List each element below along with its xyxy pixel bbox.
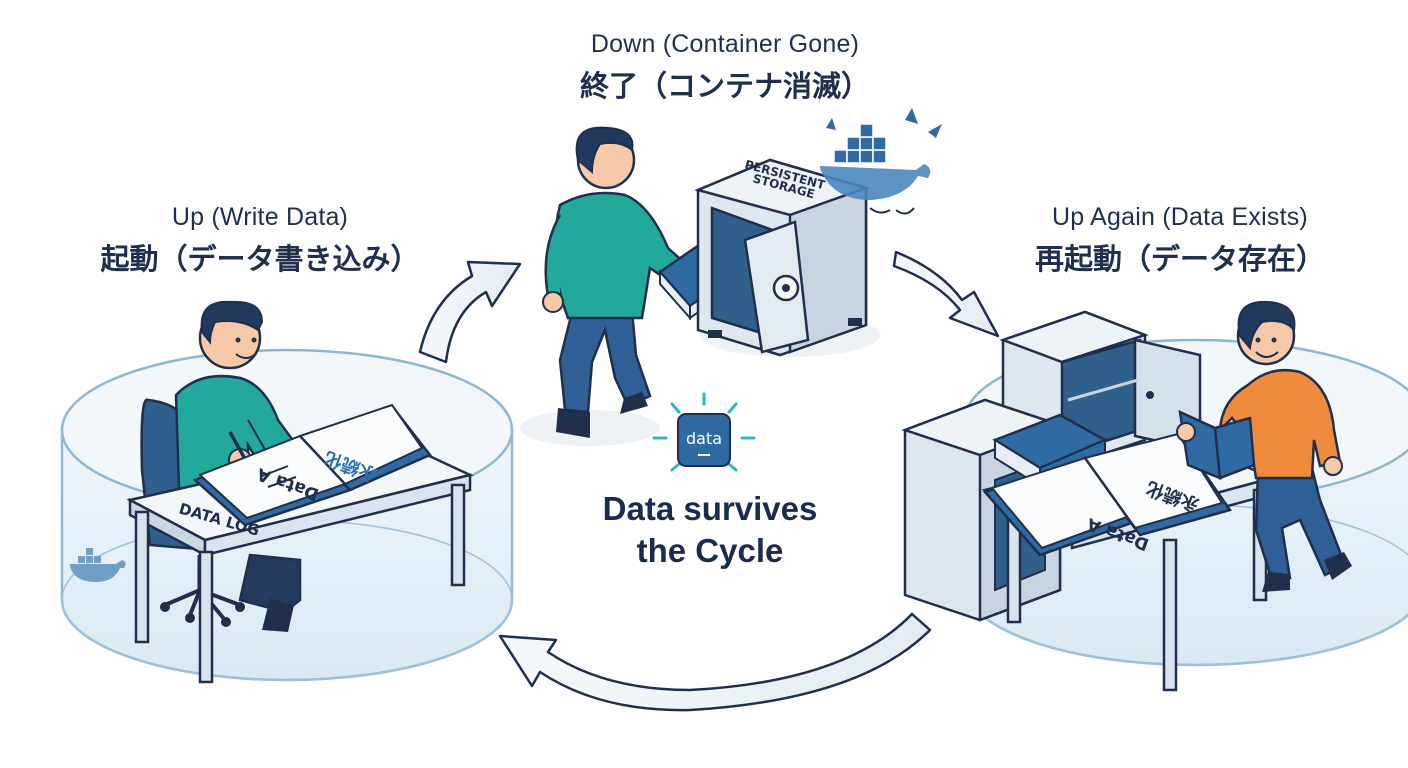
- center-caption: Data survives the Cycle: [560, 488, 860, 572]
- stage-up-jp: 起動（データ書き込み）: [100, 242, 420, 276]
- stage-up-en: Up (Write Data): [171, 203, 349, 231]
- cycle-arrow-icon: [498, 612, 932, 712]
- center-caption-line1: Data survives: [602, 490, 818, 527]
- stage-down-jp: 終了（コンテナ消滅）: [579, 69, 870, 103]
- data-badge-label: data: [686, 429, 722, 448]
- docker-whale-leaving-icon: [820, 108, 942, 215]
- persistent-storage-safe: PERSISTENT STORAGE: [694, 157, 871, 357]
- center-caption-line2: the Cycle: [636, 531, 784, 569]
- cycle-arrow-icon: [892, 250, 1000, 338]
- stage-up-again-label: Up Again (Data Exists) 再起動（データ存在）: [990, 203, 1370, 278]
- person-reading: [1176, 300, 1352, 592]
- data-badge-icon: data: [652, 392, 756, 472]
- stage-up-again-en: Up Again (Data Exists): [1052, 203, 1308, 231]
- stage-up-again-jp: 再起動（データ存在）: [1034, 242, 1325, 276]
- stage-down-label: Down (Container Gone) 終了（コンテナ消滅）: [490, 30, 960, 105]
- stage-down-en: Down (Container Gone): [590, 30, 860, 58]
- docker-whale-icon: [70, 548, 126, 582]
- stage-up-label: Up (Write Data) 起動（データ書き込み）: [60, 203, 460, 278]
- left-open-book: Data A 永続化: [192, 403, 432, 527]
- cycle-arrow-icon: [418, 260, 522, 364]
